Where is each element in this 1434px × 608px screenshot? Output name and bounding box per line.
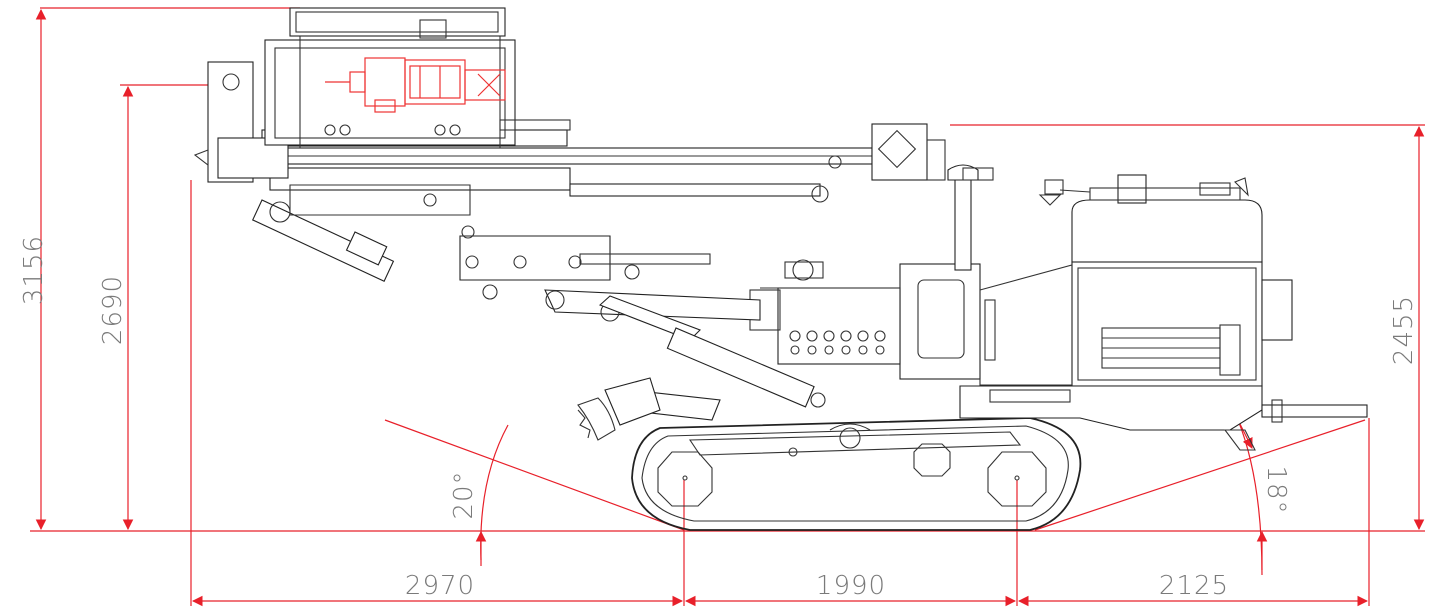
body-height-label: 2455 xyxy=(1389,295,1419,365)
rear-length-label: 2125 xyxy=(1159,571,1229,601)
front-angle-label: 20° xyxy=(449,470,479,519)
rotary-head-highlight xyxy=(325,57,506,113)
front-angle-arc xyxy=(480,424,509,561)
overall-height-label: 3156 xyxy=(19,235,49,305)
rear-drive-wheel xyxy=(987,451,1047,507)
control-valves xyxy=(789,330,886,355)
front-length-label: 2970 xyxy=(405,571,475,601)
power-pack xyxy=(959,174,1368,451)
front-angle-line xyxy=(384,419,685,531)
dimension-labels: 3156 2690 2455 2970 1990 2125 20° 18° xyxy=(19,235,1419,601)
drill-rig xyxy=(193,7,1368,531)
mast-height-label: 2690 xyxy=(98,275,128,345)
rear-angle-label: 18° xyxy=(1261,465,1291,514)
boom-assembly xyxy=(251,199,900,441)
front-idler-wheel xyxy=(657,451,713,507)
control-cabinet xyxy=(749,164,1073,386)
track-length-label: 1990 xyxy=(816,571,886,601)
crawler-track xyxy=(631,417,1082,531)
dimension-lines xyxy=(30,7,1425,607)
rotary-head-frame xyxy=(264,7,571,148)
rear-angle-line xyxy=(1034,419,1366,531)
rear-angle-pointer xyxy=(1237,419,1253,449)
